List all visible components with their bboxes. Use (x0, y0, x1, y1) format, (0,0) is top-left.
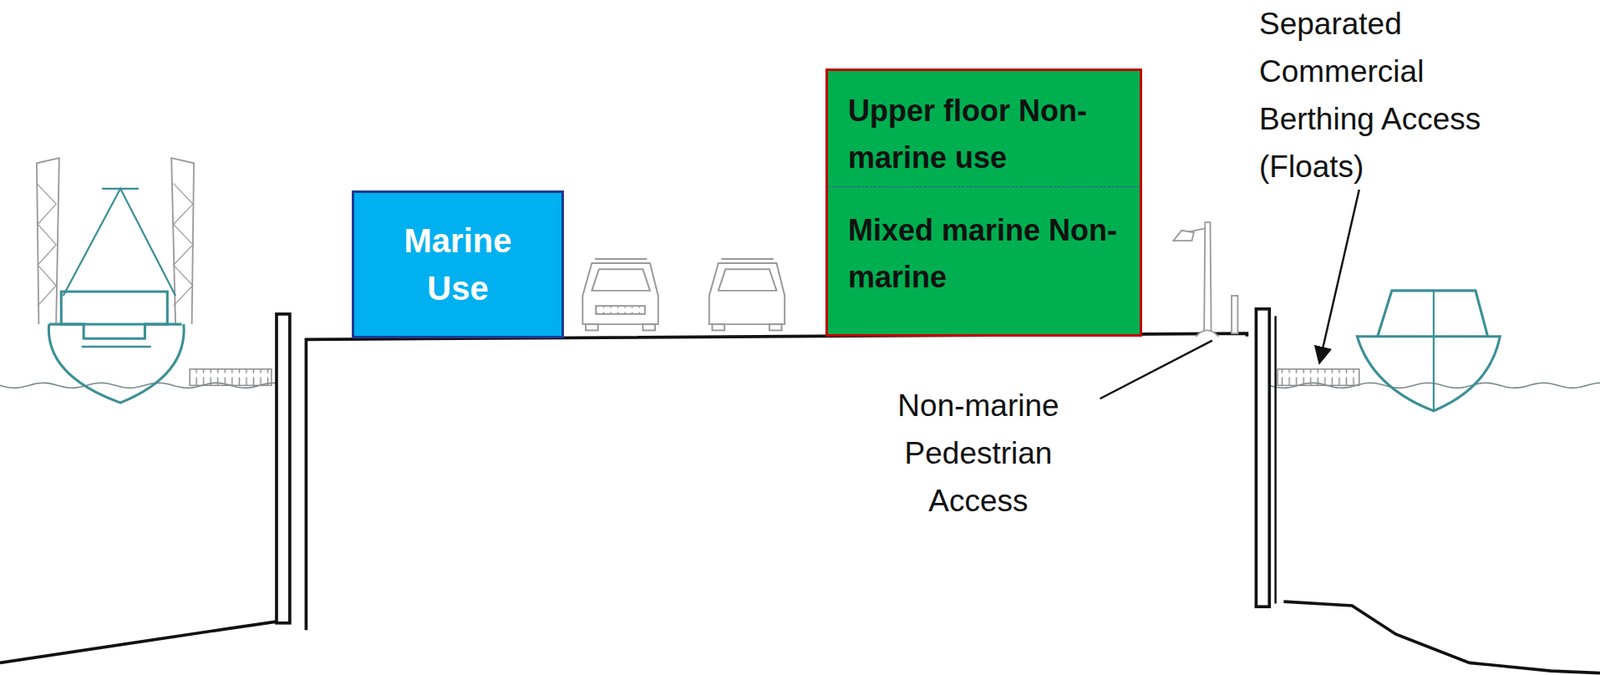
upper-floor-label: Upper floor Non-marine use (848, 87, 1120, 182)
ground-floor-label: Mixed marine Non-marine (848, 207, 1120, 301)
float (1277, 369, 1360, 387)
leader-arrow (1319, 189, 1360, 363)
car (582, 259, 658, 331)
car (709, 259, 785, 331)
sheet-pile (276, 314, 290, 624)
floor-divider (827, 186, 1140, 188)
land-block (305, 333, 1247, 630)
box-label: Marine Use (387, 217, 529, 313)
sheet-pile (1255, 309, 1270, 607)
seabed (0, 619, 288, 663)
cargo-ship (36, 157, 194, 403)
float (189, 369, 272, 387)
leader-line (1100, 340, 1213, 400)
berthing-callout: Separated Commercial Berthing Access (Fl… (1259, 0, 1502, 191)
marine-use-building: Marine Use (351, 190, 564, 339)
mixed-use-building: Upper floor Non-marine useMixed marine N… (825, 68, 1143, 337)
fishing-boat (1356, 290, 1500, 412)
sheet-pile (1274, 315, 1276, 604)
seabed (1283, 601, 1600, 673)
pedestrian-callout: Non-marine Pedestrian Access (868, 381, 1088, 525)
lamp-post (1173, 222, 1238, 337)
